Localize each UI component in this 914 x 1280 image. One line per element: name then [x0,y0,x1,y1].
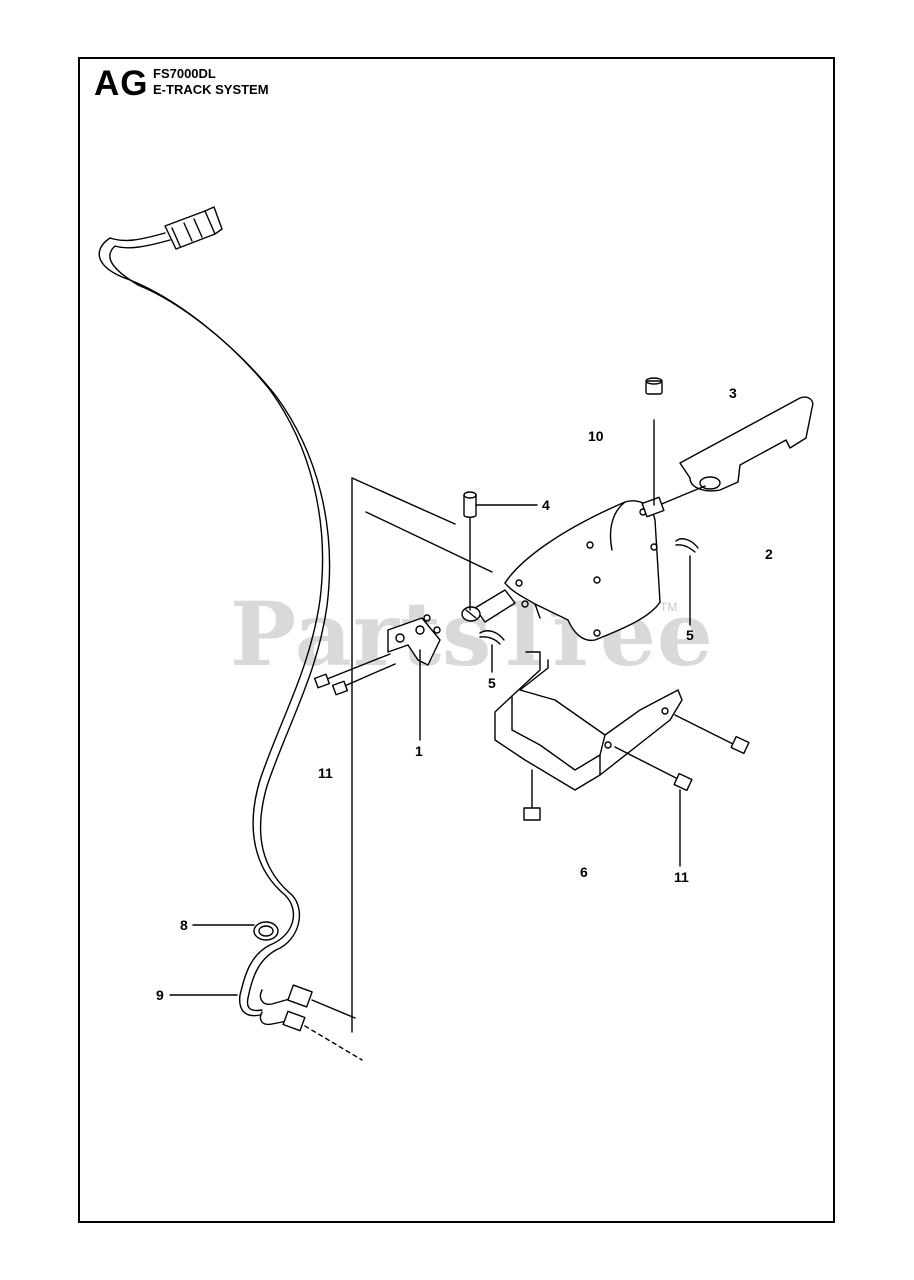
callout-6: 6 [580,864,588,880]
actuator-motor [504,500,661,642]
bracket-screws [523,714,750,821]
callout-leaders [169,504,691,996]
hairpin-clip-lower [479,630,505,645]
roll-pin [645,377,663,506]
clevis-pin [463,491,477,611]
callout-3: 3 [729,385,737,401]
model-number: FS7000DL [153,66,216,81]
grommet [253,921,279,941]
mounting-plane [351,477,493,1033]
callout-8: 8 [180,917,188,933]
diagram-frame [78,57,835,1223]
wire-harness [98,232,331,1017]
callout-5-upper: 5 [686,627,694,643]
callout-2: 2 [765,546,773,562]
callout-4: 4 [542,497,550,513]
lift-arm [641,396,814,518]
section-code: AG [94,64,149,103]
mounting-bracket [494,651,683,791]
callout-labels: 1 2 3 4 5 5 6 8 9 10 11 11 [156,385,773,1003]
callout-9: 9 [156,987,164,1003]
callout-5-lower: 5 [488,675,496,691]
lower-connectors [259,984,363,1061]
system-title: E-TRACK SYSTEM [153,82,269,97]
actuator-shaft [461,589,516,623]
watermark-trademark: TM [660,600,678,614]
callout-1: 1 [415,743,423,759]
harness-connector [164,206,223,250]
bracket-bolts [313,653,396,696]
clevis-bracket [387,614,441,666]
callout-11-right: 11 [674,869,689,885]
callout-10: 10 [588,428,604,444]
hairpin-clip-upper [675,538,699,553]
callout-11-left: 11 [318,765,333,781]
